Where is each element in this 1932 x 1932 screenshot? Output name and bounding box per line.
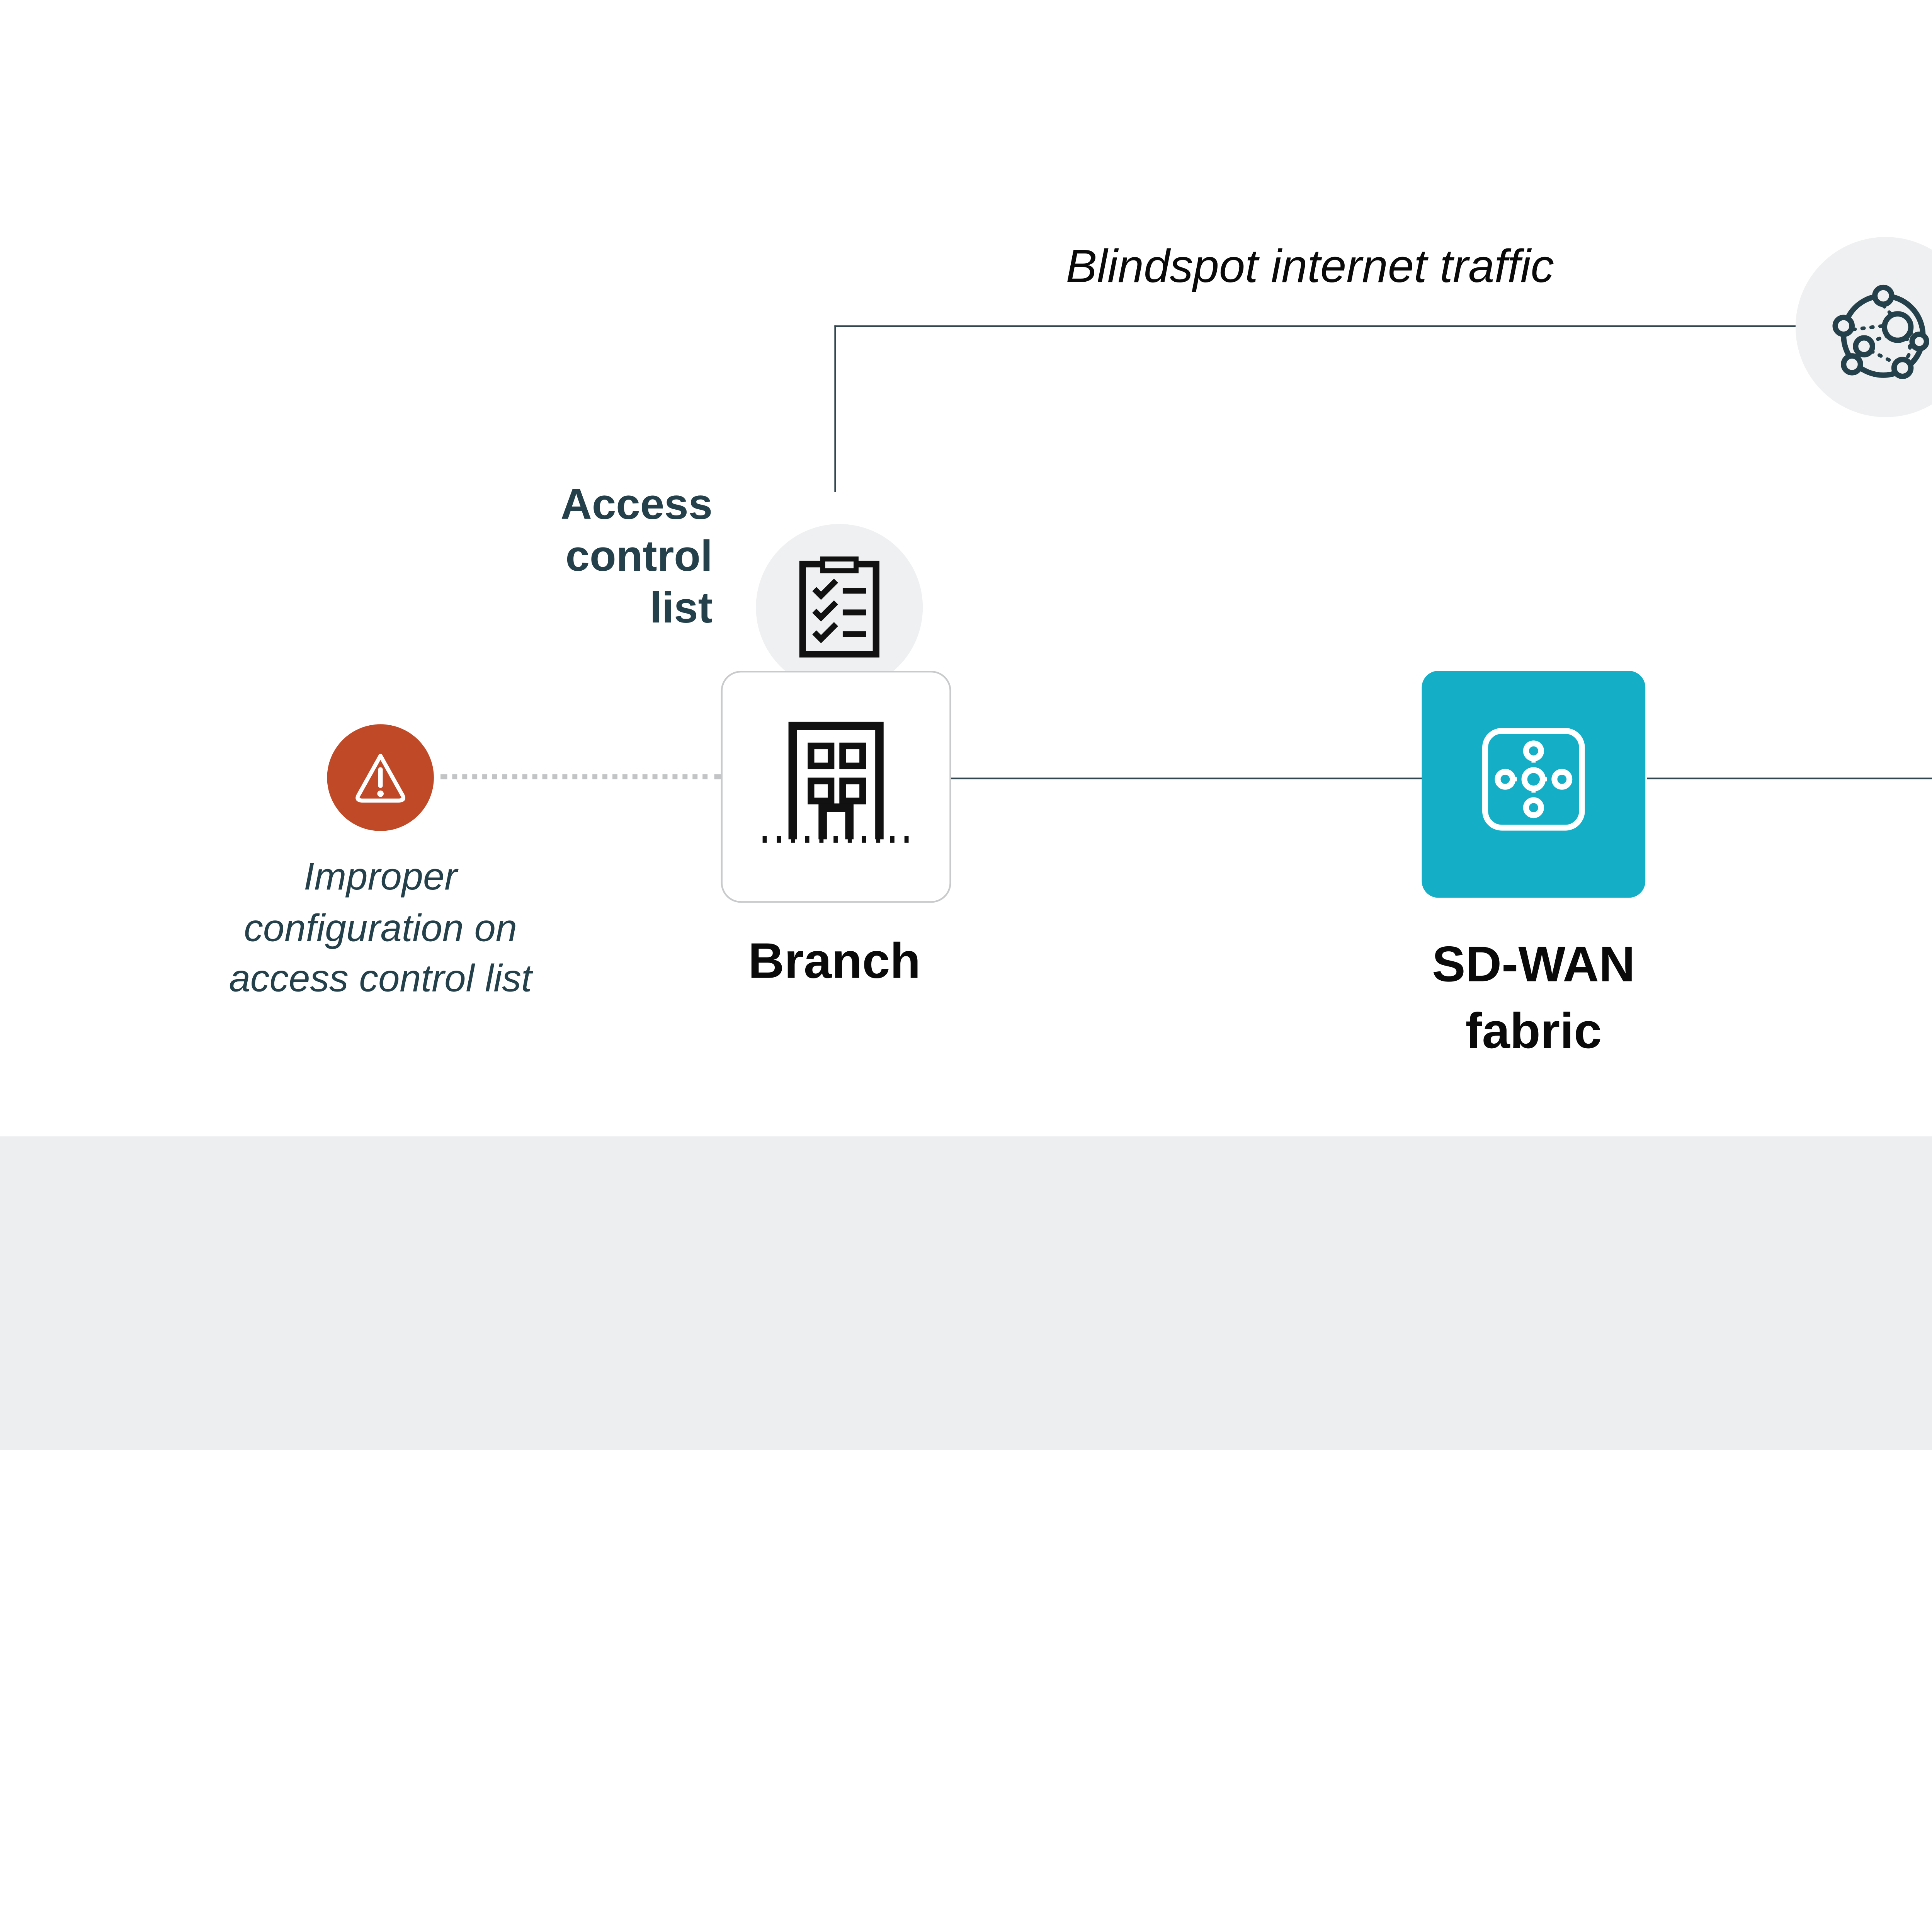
warning-node [327, 724, 434, 831]
access-control-list-node [756, 524, 923, 691]
office-building-icon [762, 721, 910, 843]
fabric-mesh-icon [1482, 728, 1585, 831]
caption-band: Dynamic path selection complicates the m… [0, 1136, 1932, 1449]
branch-node [721, 671, 951, 903]
internet-node [1795, 237, 1932, 417]
blindspot-traffic-label: Blindspot internet traffic [1066, 240, 1554, 292]
clipboard-checklist-icon [799, 556, 879, 658]
improper-configuration-note: Improper configuration on access control… [229, 854, 532, 1000]
network-nodes-icon [1832, 284, 1929, 379]
sdwan-hq-connector [1647, 777, 1932, 779]
warning-dotted-connector [440, 774, 721, 779]
blindspot-connector-vertical [834, 325, 836, 493]
branch-sdwan-connector [949, 777, 1422, 779]
branch-label: Branch [748, 934, 921, 990]
access-control-list-label: Access control list [560, 479, 713, 633]
warning-triangle-icon [355, 753, 405, 803]
sdwan-blindspot-diagram: Blindspot internet traffic [0, 237, 1932, 1449]
sdwan-fabric-node [1422, 671, 1646, 898]
sdwan-fabric-label: SD-WAN fabric [1432, 938, 1635, 1060]
blindspot-connector-horizontal [834, 325, 1798, 327]
